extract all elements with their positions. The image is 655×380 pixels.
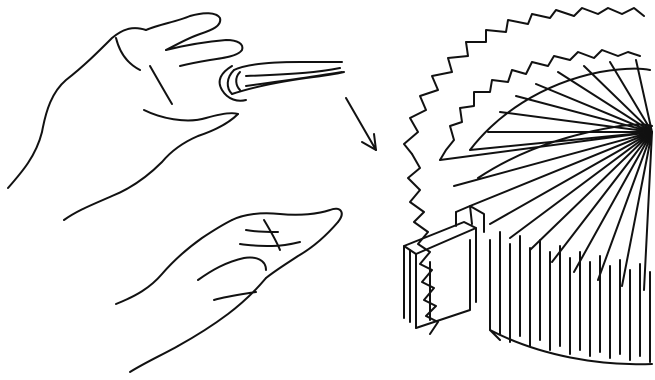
folded-paper-strip xyxy=(228,62,344,94)
upper-hand xyxy=(8,13,246,220)
direction-arrow xyxy=(346,98,376,150)
pleated-paper-fan xyxy=(404,8,652,364)
lower-hand xyxy=(116,209,342,372)
